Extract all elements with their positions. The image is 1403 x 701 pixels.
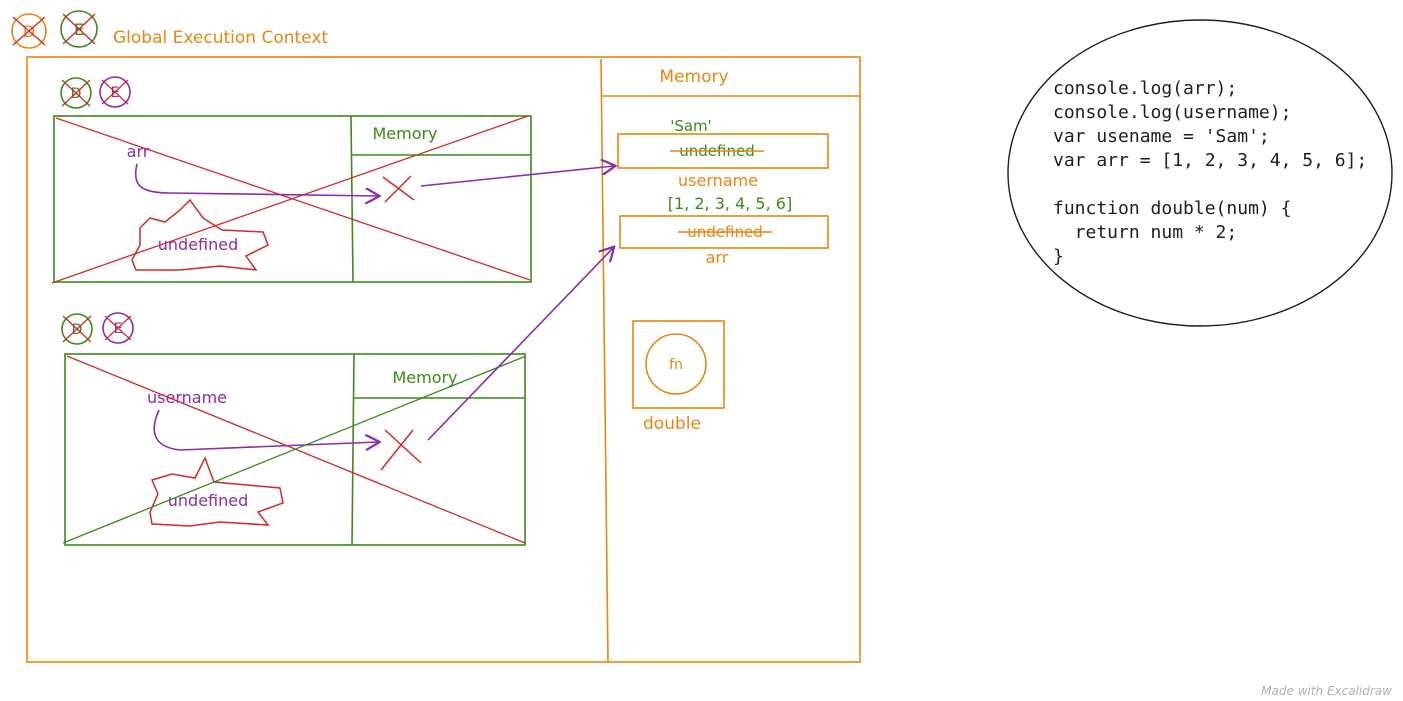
header-marker-e: E (60, 10, 98, 48)
code-line-2: console.log(username); (1053, 102, 1291, 123)
arr-pointer-arrow (420, 166, 614, 187)
global-memory-label: Memory (659, 67, 728, 87)
arr-slot-name: arr (706, 248, 729, 267)
context-two-memory-label: Memory (392, 368, 457, 387)
page-title: Global Execution Context (113, 28, 328, 48)
context-two-marker-d-label: D (72, 322, 83, 338)
context-two-variable: username (147, 388, 227, 407)
context-one-marker-d-label: D (71, 86, 82, 102)
context-one-marker-d: D (60, 77, 92, 109)
footer-credit: Made with Excalidraw (1261, 684, 1392, 698)
username-new-value: 'Sam' (670, 117, 712, 135)
function-inner-label: fn (669, 357, 683, 373)
context-one-marker-e-label: E (111, 85, 120, 101)
username-pointer-arrow (427, 248, 613, 441)
context-one-box (53, 115, 532, 283)
function-name: double (643, 414, 701, 434)
function-circle (645, 333, 707, 395)
context-two-value-cloud (149, 456, 284, 527)
code-ellipse (1007, 19, 1393, 327)
context-one-memory-label: Memory (372, 124, 437, 143)
code-line-8: } (1053, 246, 1064, 267)
context-one-marker-e: E (99, 76, 131, 108)
global-context-frame (26, 56, 861, 663)
code-line-7: return num * 2; (1053, 222, 1237, 243)
code-line-6: function double(num) { (1053, 198, 1291, 219)
context-one-variable: arr (127, 142, 150, 161)
code-line-1: console.log(arr); (1053, 78, 1237, 99)
context-two-memory-cross (384, 429, 422, 464)
header-marker-d: D (11, 13, 47, 49)
username-slot-box (617, 133, 829, 169)
context-two-marker-e: E (102, 312, 134, 344)
username-slot-name: username (678, 171, 758, 190)
context-two-box (64, 353, 526, 546)
context-one-value-cloud (131, 198, 269, 271)
arr-new-value: [1, 2, 3, 4, 5, 6] (668, 194, 792, 213)
global-context-divider (600, 58, 609, 663)
context-two-value: undefined (168, 491, 249, 510)
function-box (632, 320, 725, 409)
arr-slot-box (619, 215, 829, 249)
context-two-marker-e-label: E (114, 321, 123, 337)
context-one-value: undefined (158, 235, 239, 254)
code-line-4: var arr = [1, 2, 3, 4, 5, 6]; (1053, 150, 1367, 171)
code-line-3: var usename = 'Sam'; (1053, 126, 1270, 147)
context-two-marker-d: D (61, 313, 93, 345)
